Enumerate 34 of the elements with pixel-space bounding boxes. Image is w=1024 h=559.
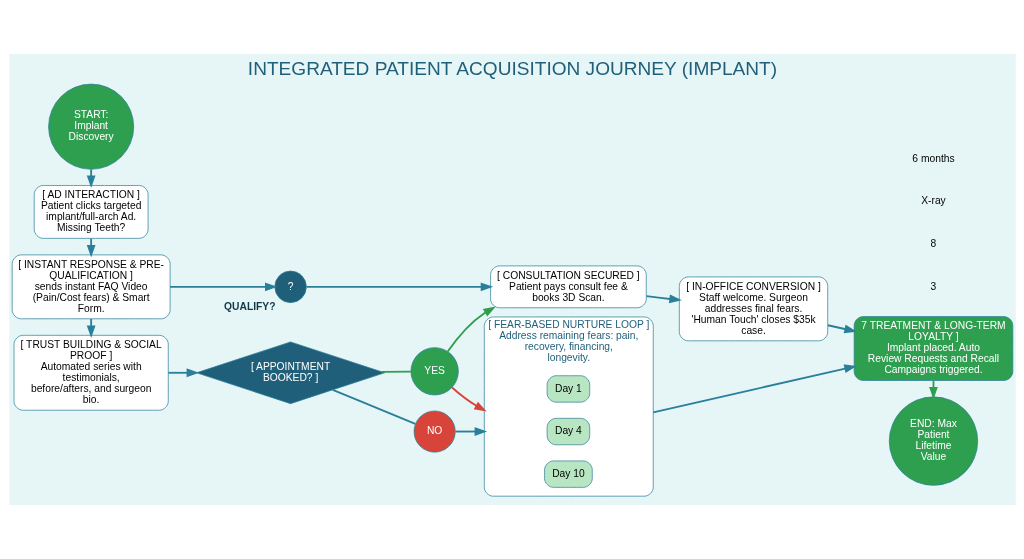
- label: 3: [930, 280, 936, 292]
- node-circle: NO: [413, 410, 456, 453]
- arrow: [450, 386, 487, 412]
- node-box: Day 1: [546, 375, 590, 403]
- node-box: [ CONSULTATION SECURED ] Patient pays consult fee & books 3D Scan.: [489, 265, 647, 309]
- diagram-title: INTEGRATED PATIENT ACQUISITION JOURNEY (IMPLANT): [247, 58, 777, 80]
- arrow: [168, 282, 278, 292]
- node-box: 7 TREATMENT & LONG-TERM LOYALTY ] Implant placed. Auto Review Requests and Recall Campaigns triggered.: [853, 316, 1013, 381]
- node-box: [ INSTANT RESPONSE & PRE-QUALIFICATION ] sends instant FAQ Video (Pain/Cost fears) & Smart Form.: [11, 254, 170, 320]
- label: 6 months: [911, 152, 955, 164]
- node-box: [ AD INTERACTION ] Patient clicks targeted implant/full-arch Ad. Missing Teeth?: [33, 185, 148, 239]
- node-circle: START: Implant Discovery: [47, 83, 134, 170]
- node-box: [ IN-OFFICE CONVERSION ] Staff welcome. Surgeon addresses final fears. 'Human Touch' closes $35k case.: [678, 276, 828, 342]
- node-box: Day 4: [546, 417, 590, 446]
- connector: [380, 370, 412, 373]
- label: 8: [930, 237, 936, 249]
- arrow: [826, 324, 857, 334]
- arrow: [645, 294, 682, 304]
- connector: [331, 388, 416, 425]
- node-circle: ?: [273, 270, 307, 303]
- arrow: [86, 237, 96, 258]
- arrow: [651, 364, 857, 414]
- node-label: QUALIFY?: [223, 301, 275, 313]
- label: X-ray: [920, 195, 946, 207]
- arrow: [454, 427, 487, 436]
- arrow: [86, 168, 96, 189]
- arrow: [446, 306, 496, 353]
- node-box: [ TRUST BUILDING & SOCIAL PROOF ] Automated series with testimonials, before/afters, and surgeon bio.: [13, 334, 169, 411]
- arrow: [305, 282, 493, 292]
- arrow: [167, 368, 199, 378]
- node-circle: END: Max Patient Lifetime Value: [888, 396, 978, 486]
- node-circle: YES: [410, 347, 459, 396]
- node-diamond: [ APPOINTMENT BOOKED? ]: [195, 341, 385, 404]
- node-box: Day 10: [543, 460, 593, 488]
